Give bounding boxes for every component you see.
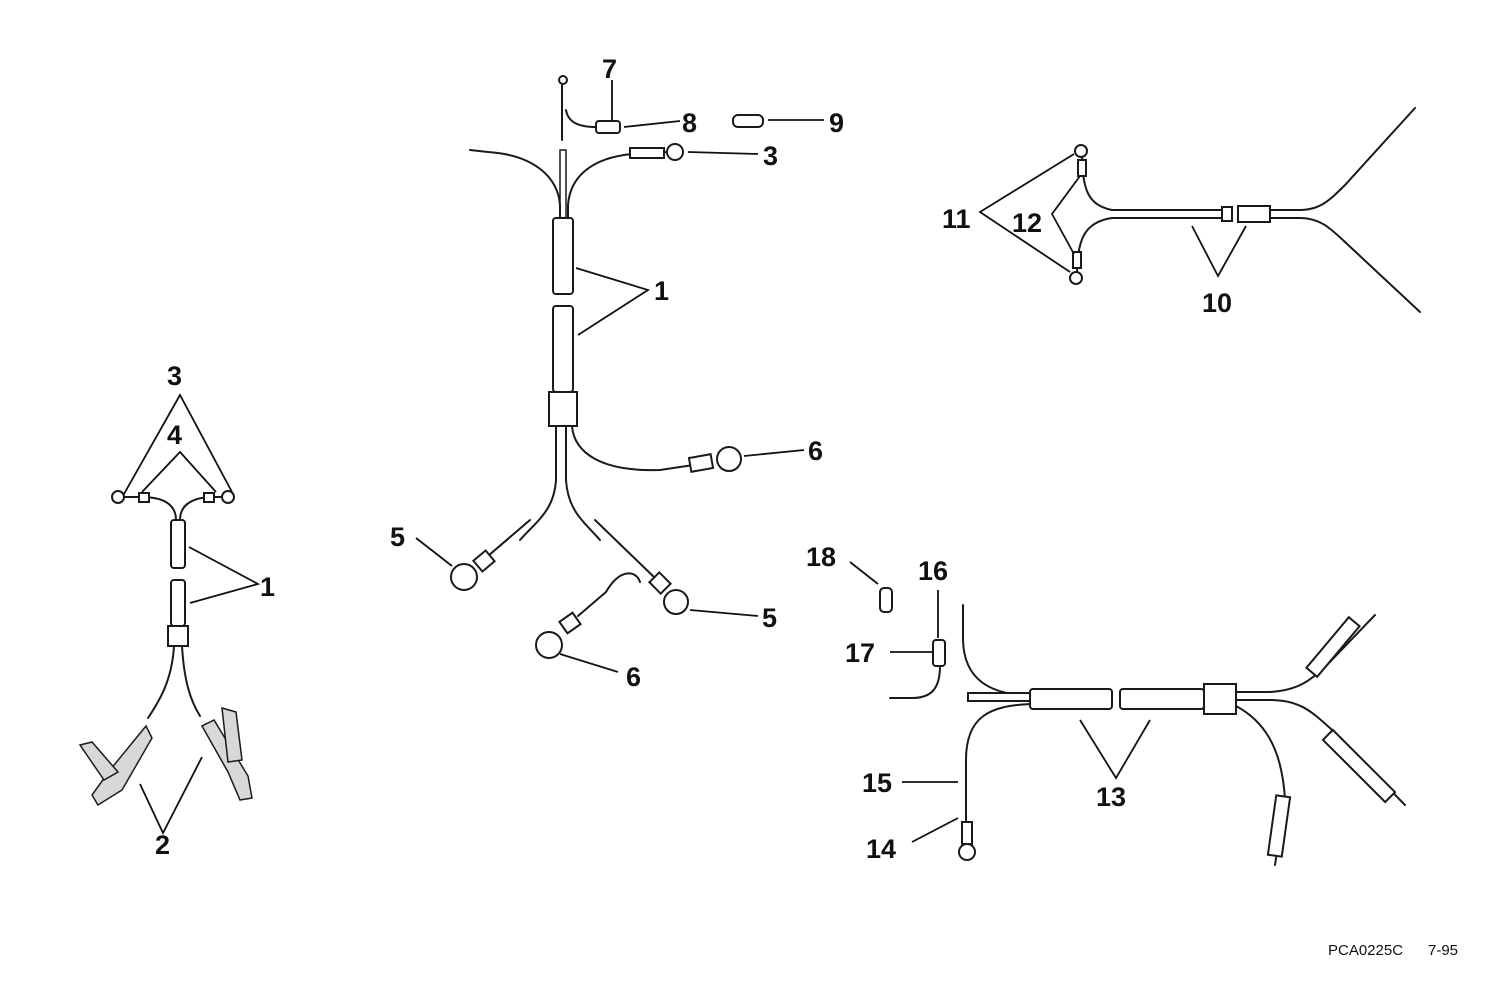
- harness-c: 11 12 10: [942, 107, 1421, 318]
- callout-a3: 3: [167, 361, 182, 391]
- callout-c12: 12: [1012, 208, 1042, 238]
- bullet-connector-sleeve: [879, 587, 893, 613]
- callout-b6b: 6: [626, 662, 641, 692]
- callout-d18: 18: [806, 542, 836, 572]
- callout-b1: 1: [654, 276, 669, 306]
- ring-terminal: [1069, 271, 1083, 285]
- callout-b5a: 5: [390, 522, 405, 552]
- callout-d14: 14: [866, 834, 896, 864]
- connector: [1203, 683, 1237, 715]
- part-code: PCA0225C: [1328, 942, 1403, 959]
- callout-b3: 3: [763, 141, 778, 171]
- callout-c11: 11: [942, 204, 971, 234]
- callout-a2: 2: [155, 830, 170, 860]
- harness-d: 18 16 17 15 14 13: [806, 542, 1406, 866]
- callout-d16: 16: [918, 556, 948, 586]
- alligator-clip: [200, 719, 253, 801]
- ring-terminal: [221, 490, 235, 504]
- callout-b9: 9: [829, 108, 844, 138]
- callout-b5b: 5: [762, 603, 777, 633]
- ring-terminal: [666, 143, 684, 161]
- harness-b: 7 8 9 3 1 6 5 5 6: [390, 54, 844, 692]
- callout-b8: 8: [682, 108, 697, 138]
- bullet-connector-sleeve: [732, 114, 764, 128]
- ring-terminal: [535, 631, 563, 659]
- callout-a1: 1: [260, 572, 275, 602]
- ring-terminal: [450, 563, 478, 591]
- callout-c10: 10: [1202, 288, 1232, 318]
- callout-b6a: 6: [808, 436, 823, 466]
- callout-a4: 4: [167, 420, 182, 450]
- ring-terminal: [716, 446, 742, 472]
- callout-d13: 13: [1096, 782, 1126, 812]
- bullet-connector: [595, 120, 621, 134]
- ring-terminal: [1074, 144, 1088, 158]
- ring-terminal: [958, 843, 976, 861]
- ring-terminal: [111, 490, 125, 504]
- callout-b7: 7: [602, 54, 617, 84]
- callout-d15: 15: [862, 768, 892, 798]
- callout-d17: 17: [845, 638, 875, 668]
- date-code: 7-95: [1428, 942, 1458, 959]
- ring-terminal: [663, 589, 689, 615]
- bullet-connector: [932, 639, 946, 667]
- harness-a: 3 4 1 2: [78, 361, 275, 860]
- connector: [1237, 205, 1271, 223]
